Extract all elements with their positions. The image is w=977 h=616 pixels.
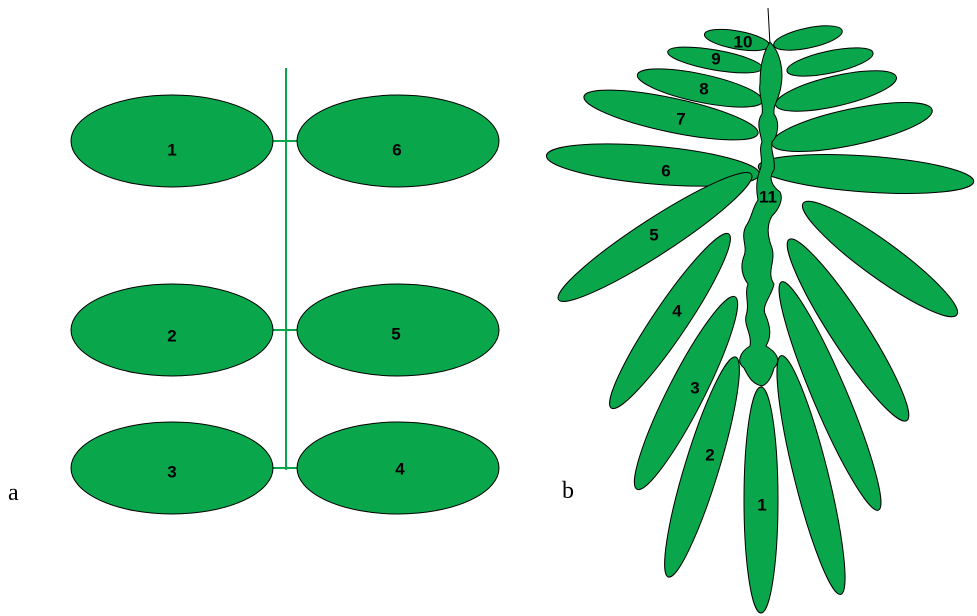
- panel-a-leaflet-1-label: 1: [167, 140, 176, 159]
- panel-a: 1 6 2 5 3 4 a: [8, 68, 499, 514]
- panel-b-leaflet-7-label: 7: [676, 109, 685, 128]
- panel-a-leaflet-5-label: 5: [391, 324, 400, 343]
- panel-b-leaflet-6-label: 6: [661, 161, 670, 180]
- panel-b-leaflet-9-label: 9: [711, 49, 720, 68]
- panel-b-leaflet-11-label: 11: [759, 187, 777, 206]
- panel-b-leaflet-4-label: 4: [672, 301, 682, 320]
- panel-b-leaflet-8-label: 8: [699, 79, 708, 98]
- panel-b: 10 9 8 7 6 5 4 3 2 1 11 b: [545, 8, 975, 613]
- panel-b-leaflet-10-label: 10: [734, 32, 753, 51]
- panel-a-label: a: [8, 480, 19, 506]
- panel-b-leaflet-5-label: 5: [649, 225, 658, 244]
- panel-b-leaflet-1-label: 1: [757, 495, 766, 514]
- panel-b-rachis-tip: [768, 8, 770, 45]
- panel-b-leaflet-3-label: 3: [690, 378, 699, 397]
- panel-a-leaflet-3-label: 3: [167, 462, 176, 481]
- panel-b-right-leaflet-5: [757, 149, 975, 200]
- panel-a-leaflet-6-label: 6: [392, 140, 401, 159]
- panel-a-leaflet-2-label: 2: [167, 326, 176, 345]
- panel-b-leaflet-2-label: 2: [705, 445, 714, 464]
- panel-b-label: b: [562, 478, 574, 504]
- panel-a-leaflet-4-label: 4: [395, 459, 405, 478]
